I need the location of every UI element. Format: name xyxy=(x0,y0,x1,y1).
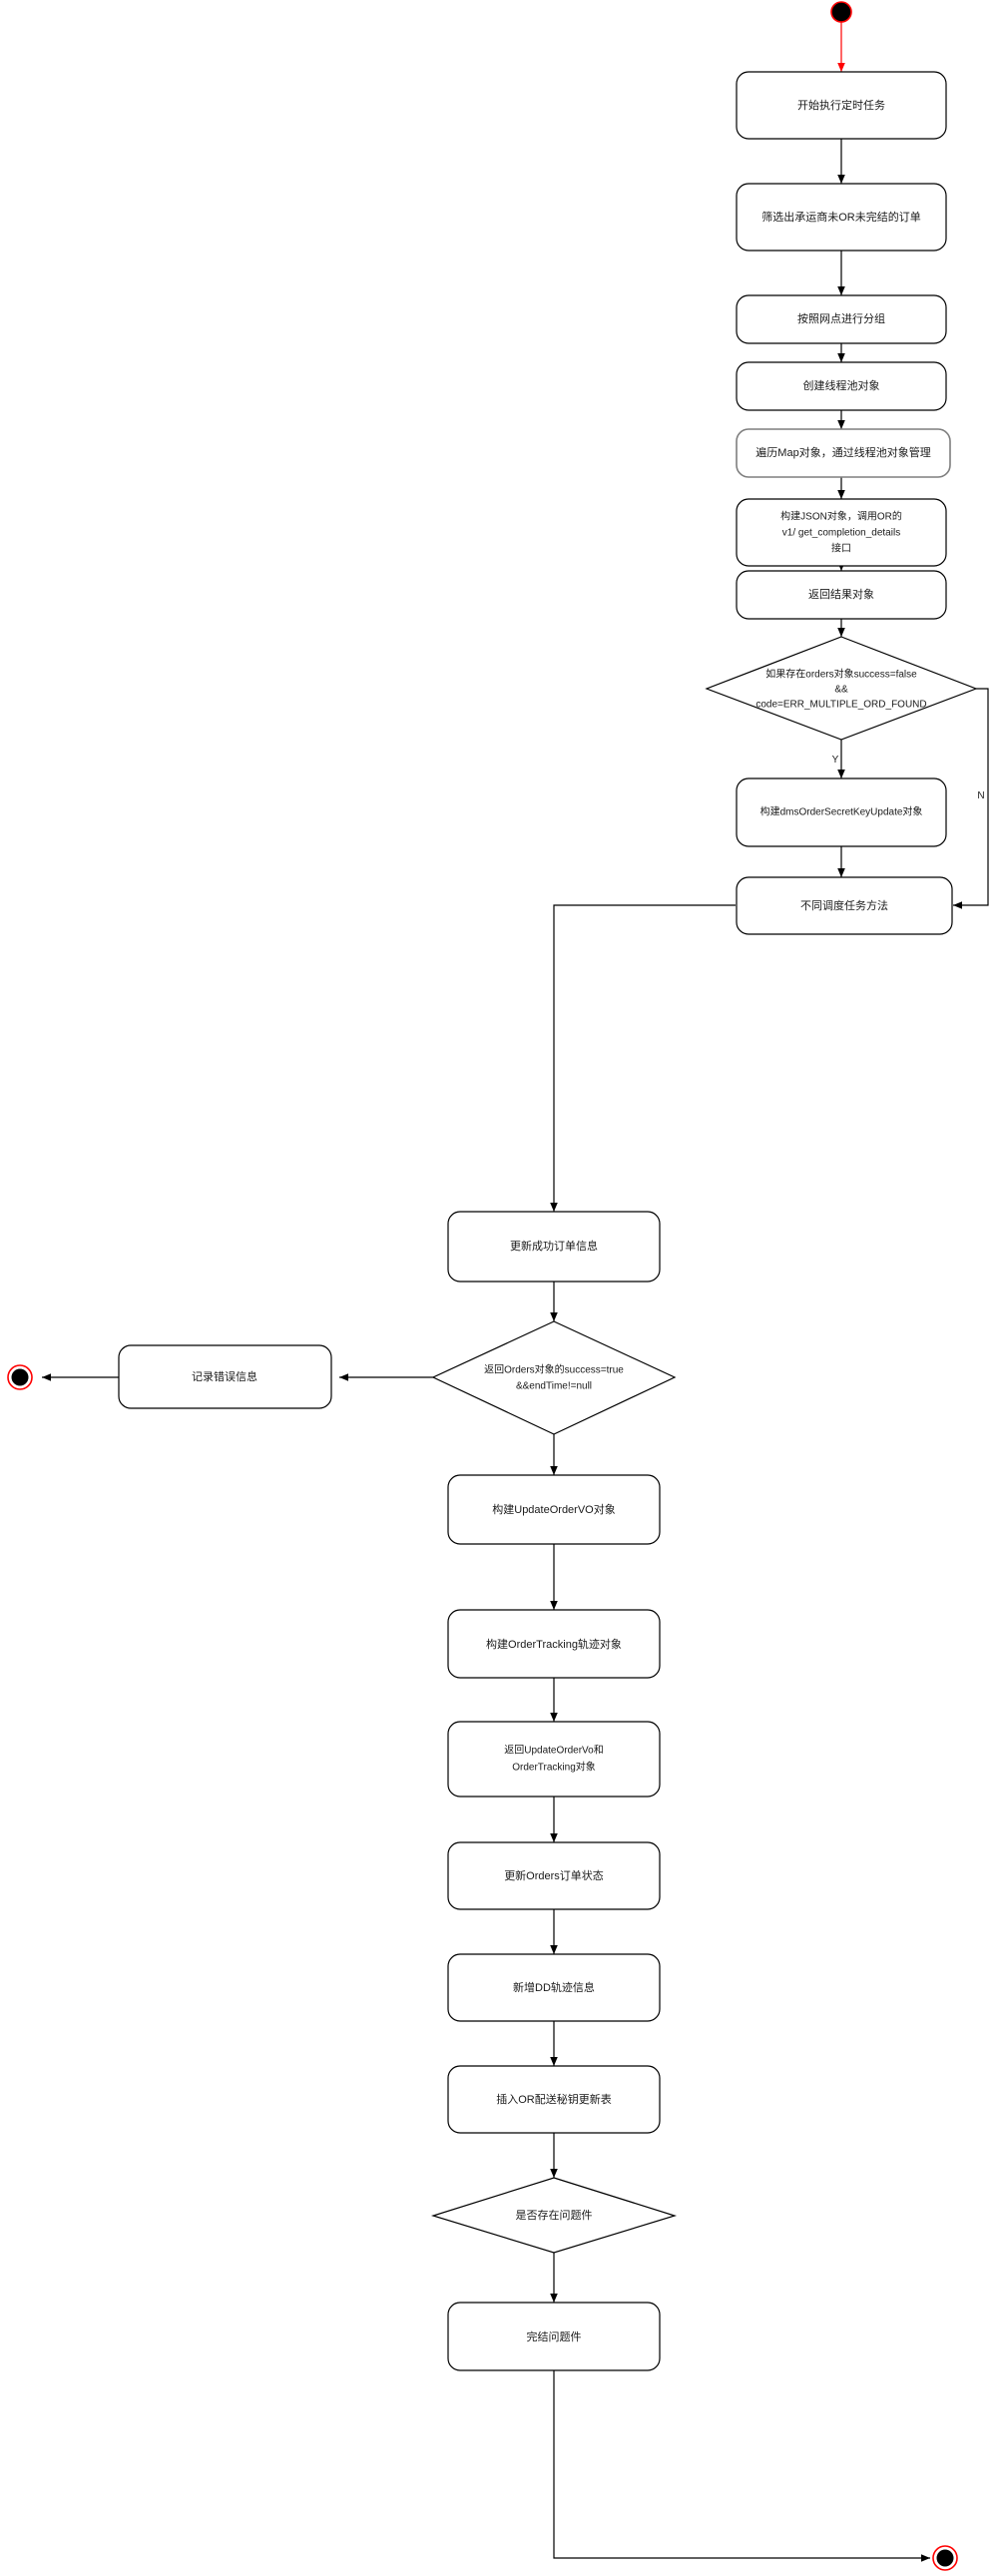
node-box xyxy=(736,876,953,935)
node-label: 新增DD轨迹信息 xyxy=(513,1980,595,1994)
node-label-line-1: 返回UpdateOrderVo和 xyxy=(504,1745,604,1757)
decision-shape xyxy=(705,636,978,741)
node-label: 构建dmsOrderSecretKeyUpdate对象 xyxy=(760,805,923,818)
decision-label-line-2: &&endTime!=null xyxy=(516,1381,592,1392)
node-box xyxy=(447,2065,661,2134)
end-node-core xyxy=(936,2549,954,2567)
node-box xyxy=(447,1474,661,1545)
node-build-ordertracking[interactable]: 构建OrderTracking轨迹对象 xyxy=(447,1609,661,1679)
node-label-line-2: v1/ get_completion_details xyxy=(782,528,900,539)
decision-shape xyxy=(430,2177,678,2254)
node-label: 构建OrderTracking轨迹对象 xyxy=(486,1637,622,1651)
edge-d1-to-n9 xyxy=(952,688,989,909)
decision-label-line-1: 如果存在orders对象success=false xyxy=(765,668,917,681)
decision-label-line-2: && xyxy=(834,685,848,696)
node-insert-or-secret-key-table[interactable]: 插入OR配送秘钥更新表 xyxy=(447,2065,661,2134)
decision-problem-item-exists[interactable]: 是否存在问题件 xyxy=(430,2177,678,2254)
node-box xyxy=(736,71,947,140)
node-filter-orders[interactable]: 筛选出承运商未OR未完结的订单 xyxy=(736,183,947,252)
node-label: 创建线程池对象 xyxy=(803,378,880,392)
node-label: 按照网点进行分组 xyxy=(797,311,885,325)
node-box xyxy=(736,428,951,478)
start-node[interactable] xyxy=(830,1,852,23)
decision-label-line-1: 返回Orders对象的success=true xyxy=(484,1363,624,1376)
node-box xyxy=(447,1609,661,1679)
node-different-schedule-method[interactable]: 不同调度任务方法 xyxy=(736,876,953,935)
node-box xyxy=(736,498,947,567)
edge-n18-to-end2 xyxy=(553,2370,931,2562)
node-label-line-1: 构建JSON对象，调用OR的 xyxy=(780,510,902,523)
node-start-scheduled-task[interactable]: 开始执行定时任务 xyxy=(736,71,947,140)
decision-orders-success-endtime[interactable]: 返回Orders对象的success=true &&endTime!=null xyxy=(431,1320,677,1435)
node-box xyxy=(118,1344,332,1409)
node-group-by-site[interactable]: 按照网点进行分组 xyxy=(736,294,947,344)
node-update-success-order-info[interactable]: 更新成功订单信息 xyxy=(447,1211,661,1283)
node-complete-problem-item[interactable]: 完结问题件 xyxy=(447,2302,661,2371)
node-box xyxy=(447,1211,661,1283)
node-return-vo-and-tracking[interactable]: 返回UpdateOrderVo和 OrderTracking对象 xyxy=(447,1721,661,1798)
node-box xyxy=(736,183,947,252)
decision-multiple-ord-found[interactable]: 如果存在orders对象success=false && code=ERR_MU… xyxy=(705,636,978,741)
node-update-orders-status[interactable]: 更新Orders订单状态 xyxy=(447,1841,661,1910)
node-label: 更新成功订单信息 xyxy=(510,1239,598,1253)
node-label: 记录错误信息 xyxy=(192,1369,257,1383)
edge-n9-to-n10 xyxy=(550,904,736,1213)
node-create-threadpool[interactable]: 创建线程池对象 xyxy=(736,361,947,411)
node-box xyxy=(447,1721,661,1798)
node-return-result-object[interactable]: 返回结果对象 xyxy=(736,570,947,620)
node-label: 构建UpdateOrderVO对象 xyxy=(492,1502,615,1516)
end-node-core xyxy=(11,1368,29,1386)
node-build-json-call-or[interactable]: 构建JSON对象，调用OR的 v1/ get_completion_detail… xyxy=(736,498,947,567)
start-node-dot xyxy=(830,1,852,23)
decision-label-line-3: code=ERR_MULTIPLE_ORD_FOUND xyxy=(755,700,926,711)
decision-label: 是否存在问题件 xyxy=(516,2208,593,2222)
node-label: 开始执行定时任务 xyxy=(797,98,885,112)
edge-label-d1-no: N xyxy=(977,790,984,801)
node-label: 遍历Map对象，通过线程池对象管理 xyxy=(755,445,930,459)
node-box xyxy=(447,1953,661,2022)
node-box xyxy=(736,570,947,620)
node-label-line-2: OrderTracking对象 xyxy=(512,1761,596,1774)
node-box xyxy=(736,777,947,847)
edge-label-d1-yes: Y xyxy=(832,755,839,766)
node-box xyxy=(736,294,947,344)
node-label: 返回结果对象 xyxy=(808,587,874,601)
node-build-updateordervo[interactable]: 构建UpdateOrderVO对象 xyxy=(447,1474,661,1545)
node-box xyxy=(447,1841,661,1910)
node-label: 完结问题件 xyxy=(527,2329,582,2343)
end-node-final[interactable] xyxy=(932,2545,958,2571)
node-label: 插入OR配送秘钥更新表 xyxy=(496,2092,612,2106)
end-node-error[interactable] xyxy=(7,1364,33,1390)
node-log-error-info[interactable]: 记录错误信息 xyxy=(118,1344,332,1409)
node-box xyxy=(447,2302,661,2371)
node-label: 筛选出承运商未OR未完结的订单 xyxy=(761,210,921,224)
node-label-line-3: 接口 xyxy=(831,542,851,555)
node-box xyxy=(736,361,947,411)
node-label: 不同调度任务方法 xyxy=(800,898,888,912)
node-iterate-map[interactable]: 遍历Map对象，通过线程池对象管理 xyxy=(736,428,951,478)
decision-shape xyxy=(431,1320,677,1435)
node-add-dd-tracking-info[interactable]: 新增DD轨迹信息 xyxy=(447,1953,661,2022)
node-build-dms-order-secret-key-update[interactable]: 构建dmsOrderSecretKeyUpdate对象 xyxy=(736,777,947,847)
node-label: 更新Orders订单状态 xyxy=(504,1868,604,1882)
